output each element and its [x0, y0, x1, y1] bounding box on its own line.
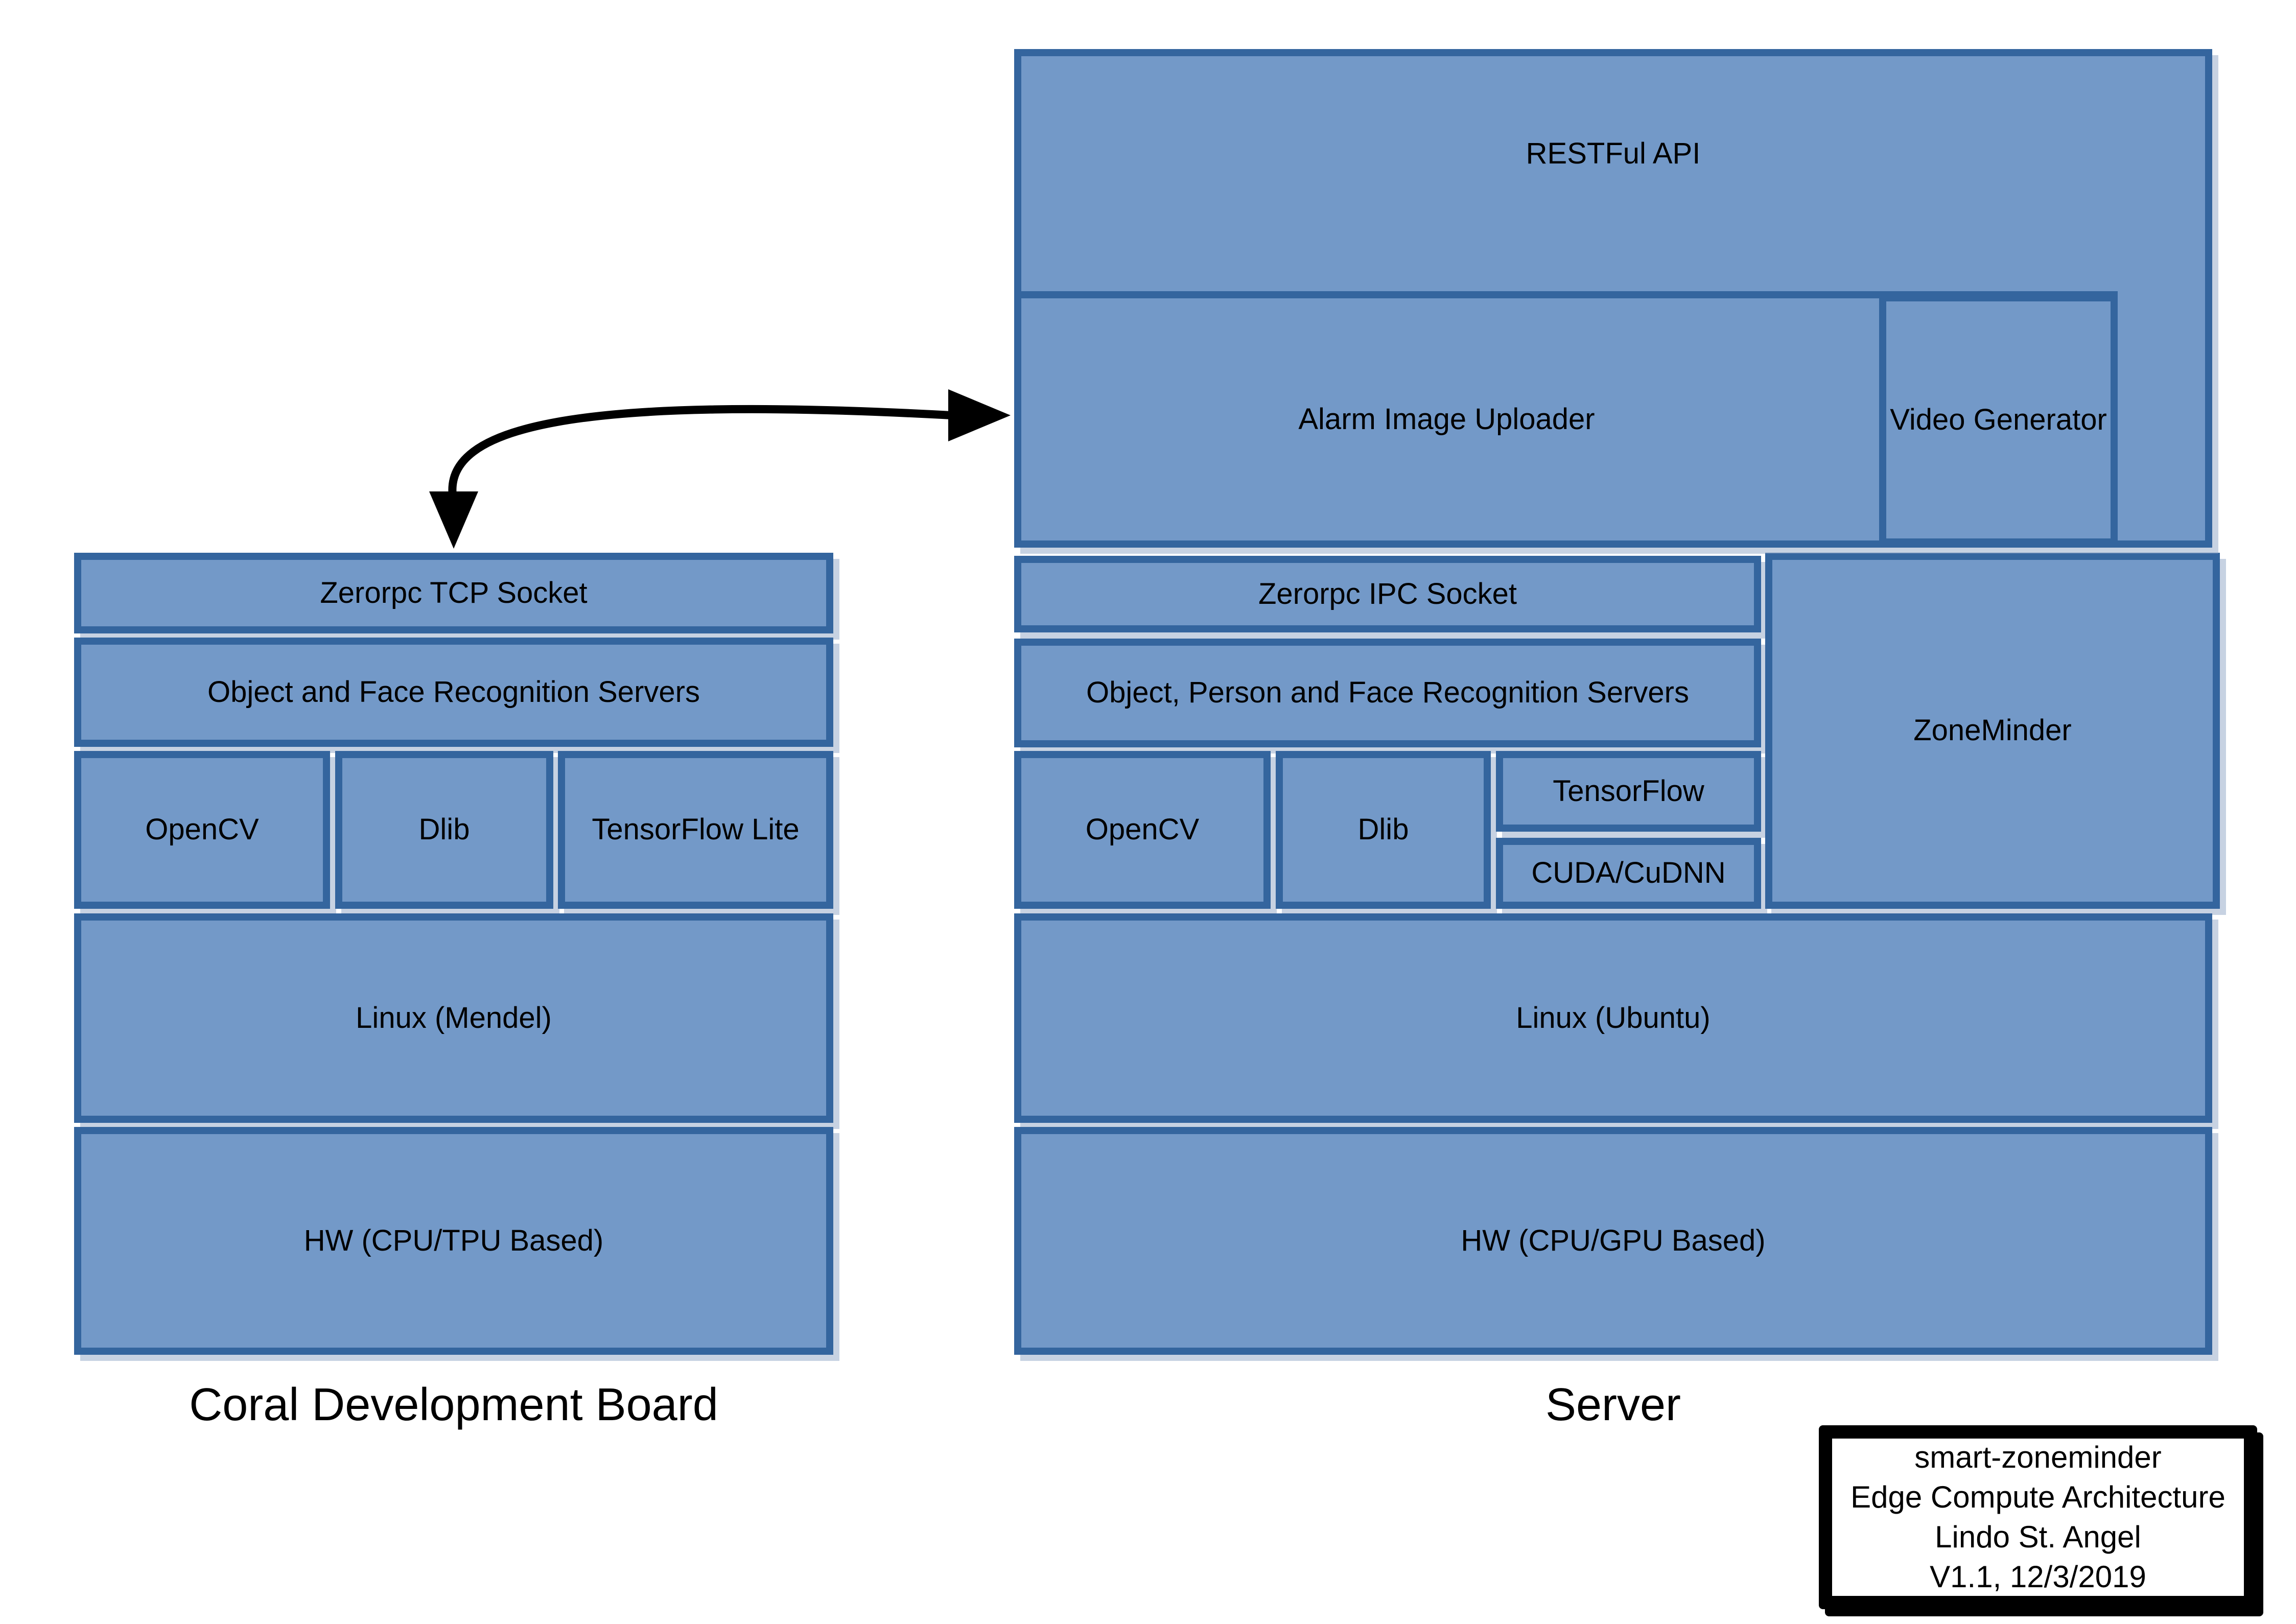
block-label: Object and Face Recognition Servers: [207, 675, 700, 709]
info-box: smart-zoneminder Edge Compute Architectu…: [1819, 1425, 2257, 1609]
info-line-author: Lindo St. Angel: [1935, 1520, 2141, 1554]
block-coral-opencv: OpenCV: [74, 751, 330, 909]
block-server-opencv: OpenCV: [1014, 751, 1271, 909]
block-label: Video Generator: [1890, 403, 2107, 436]
block-server-dlib: Dlib: [1276, 751, 1491, 909]
block-label: OpenCV: [145, 813, 259, 846]
block-zerorpc-tcp-socket: Zerorpc TCP Socket: [74, 553, 833, 633]
coral-board-stack-title: Coral Development Board: [189, 1379, 718, 1430]
block-tensorflow-lite: TensorFlow Lite: [558, 751, 833, 909]
block-zerorpc-ipc-socket: Zerorpc IPC Socket: [1014, 556, 1761, 632]
block-hw-cpu-tpu: HW (CPU/TPU Based): [74, 1127, 833, 1355]
block-label: Zerorpc TCP Socket: [320, 576, 588, 609]
block-coral-dlib: Dlib: [335, 751, 553, 909]
block-hw-cpu-gpu: HW (CPU/GPU Based): [1014, 1127, 2212, 1355]
block-label: Object, Person and Face Recognition Serv…: [1086, 676, 1689, 710]
block-object-face-recognition-servers: Object and Face Recognition Servers: [74, 638, 833, 747]
block-tensorflow: TensorFlow: [1496, 751, 1761, 832]
block-label: TensorFlow Lite: [592, 813, 800, 846]
block-label: Linux (Mendel): [356, 1001, 552, 1034]
block-video-generator: Video Generator: [1879, 294, 2118, 546]
block-linux-ubuntu: Linux (Ubuntu): [1014, 913, 2212, 1123]
block-label: CUDA/CuDNN: [1531, 856, 1726, 890]
block-object-person-face-recognition-servers: Object, Person and Face Recognition Serv…: [1014, 639, 1761, 747]
block-label: ZoneMinder: [1913, 714, 2072, 747]
restful-api-label: RESTFul API: [1526, 136, 1701, 170]
block-label: Dlib: [1357, 813, 1409, 846]
arrowhead-down-icon: [429, 491, 478, 549]
info-line-version: V1.1, 12/3/2019: [1930, 1560, 2146, 1594]
block-label: Dlib: [418, 813, 470, 846]
block-label: TensorFlow: [1553, 774, 1704, 808]
block-label: HW (CPU/TPU Based): [303, 1223, 604, 1257]
block-zoneminder: ZoneMinder: [1765, 553, 2220, 909]
block-label: OpenCV: [1085, 813, 1200, 846]
info-line-project: smart-zoneminder: [1914, 1440, 2162, 1474]
connector-arrow-shaft: [448, 405, 955, 500]
block-label: HW (CPU/GPU Based): [1461, 1223, 1766, 1257]
block-label: Zerorpc IPC Socket: [1258, 577, 1517, 610]
block-label: Alarm Image Uploader: [1298, 402, 1595, 436]
block-linux-mendel: Linux (Mendel): [74, 913, 833, 1123]
block-cuda-cudnn: CUDA/CuDNN: [1496, 838, 1761, 909]
server-stack-title: Server: [1545, 1379, 1681, 1430]
arrowhead-right-icon: [948, 389, 1011, 441]
info-line-title: Edge Compute Architecture: [1850, 1480, 2225, 1514]
block-label: Linux (Ubuntu): [1516, 1001, 1711, 1034]
